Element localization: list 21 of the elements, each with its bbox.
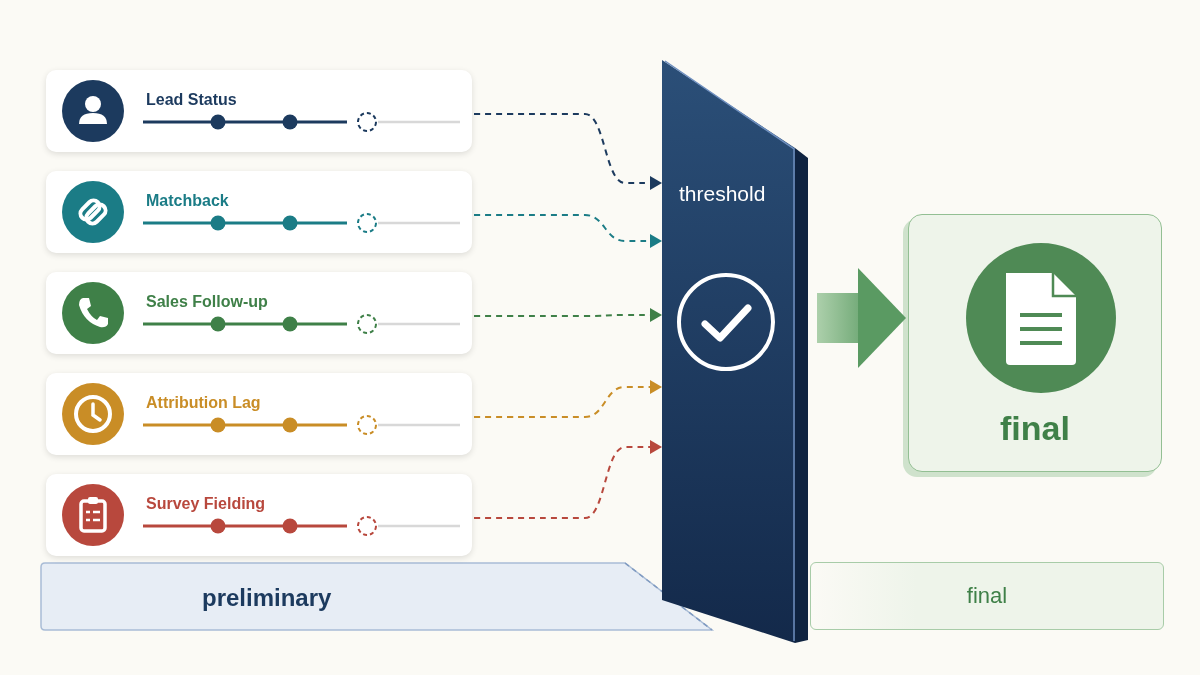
dashed-arrow xyxy=(473,440,662,519)
source-label: Survey Fielding xyxy=(146,495,266,513)
source-card xyxy=(46,474,472,556)
dashed-arrow xyxy=(473,380,662,418)
band-label: final xyxy=(965,583,1009,609)
source-card xyxy=(46,171,472,253)
source-label: Matchback xyxy=(146,192,229,210)
dashed-arrow xyxy=(473,113,662,190)
final-label: final xyxy=(999,409,1071,448)
flow-arrow xyxy=(817,268,906,368)
source-card xyxy=(46,70,472,152)
dashed-arrow xyxy=(473,308,662,322)
source-label: Attribution Lag xyxy=(146,394,261,412)
source-label: Sales Follow-up xyxy=(146,293,268,311)
final-band xyxy=(810,562,1164,630)
source-card xyxy=(46,373,472,455)
dashed-arrow xyxy=(473,214,662,248)
panel-label: threshold xyxy=(679,182,766,206)
band-label: preliminary xyxy=(202,584,332,612)
source-label: Lead Status xyxy=(146,91,237,109)
source-card xyxy=(46,272,472,354)
